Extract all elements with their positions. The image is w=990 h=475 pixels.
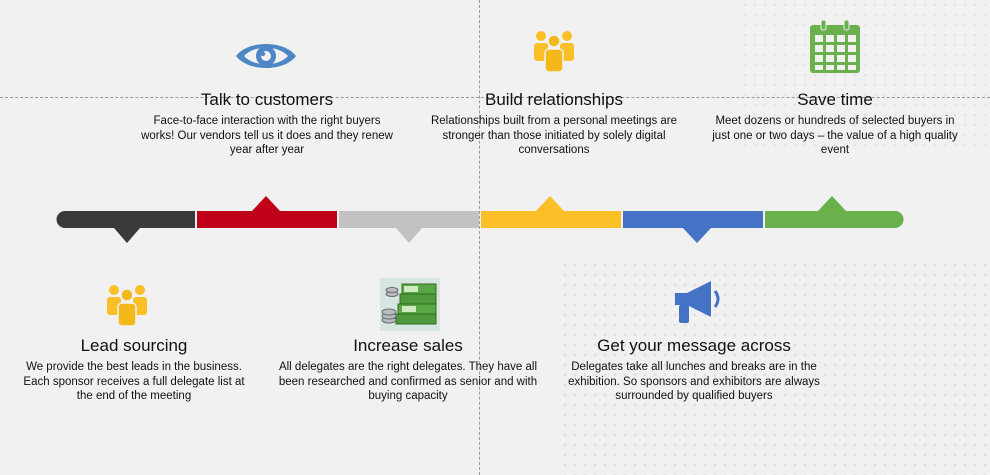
vertical-guide-line (479, 0, 480, 475)
background-dot-pattern-top (740, 0, 990, 150)
step-title: Build relationships (485, 90, 623, 109)
step-description: We provide the best leads in the busines… (23, 361, 245, 402)
step-description: Relationships built from a personal meet… (430, 115, 678, 156)
step-title: Lead sourcing (80, 336, 188, 355)
timeline-segment-get-your-message-across (623, 211, 763, 228)
background-dot-pattern (560, 260, 990, 475)
timeline-segment-increase-sales (339, 211, 479, 228)
eye-icon (236, 44, 296, 68)
megaphone-icon (675, 281, 720, 323)
step-talk-to-customers: Talk to customers Face-to-face interacti… (138, 90, 396, 158)
calendar-icon (810, 20, 860, 73)
timeline-segment-build-relationships (481, 211, 621, 228)
step-description: Delegates take all lunches and breaks ar… (568, 361, 820, 402)
horizontal-guide-line (0, 97, 990, 98)
timeline-pointer-down (683, 228, 711, 243)
money-icon (380, 278, 440, 331)
step-save-time: Save time Meet dozens or hundreds of sel… (708, 90, 962, 158)
timeline-pointer-up (536, 196, 564, 211)
step-lead-sourcing: Lead sourcing We provide the best leads … (14, 336, 254, 404)
step-build-relationships: Build relationships Relationships built … (424, 90, 684, 158)
step-title: Save time (797, 90, 873, 109)
timeline-pointer-up (252, 196, 280, 211)
step-title: Increase sales (353, 336, 463, 355)
timeline-pointer-up (818, 196, 846, 211)
step-title: Get your message across (597, 336, 791, 355)
step-increase-sales: Increase sales All delegates are the rig… (270, 336, 546, 404)
timeline-pointer-down (396, 228, 422, 243)
timeline-pointer-down (114, 228, 140, 243)
step-description: Face-to-face interaction with the right … (141, 115, 393, 156)
step-description: Meet dozens or hundreds of selected buye… (712, 115, 958, 156)
timeline-segment-talk-to-customers (197, 211, 337, 228)
step-get-your-message-across: Get your message across Delegates take a… (556, 336, 832, 404)
people-icon (534, 31, 574, 73)
people-icon (107, 285, 147, 327)
step-description: All delegates are the right delegates. T… (278, 361, 538, 402)
timeline-segment-save-time (765, 211, 904, 228)
step-title: Talk to customers (200, 90, 334, 109)
timeline-segment-lead-sourcing (56, 211, 195, 228)
